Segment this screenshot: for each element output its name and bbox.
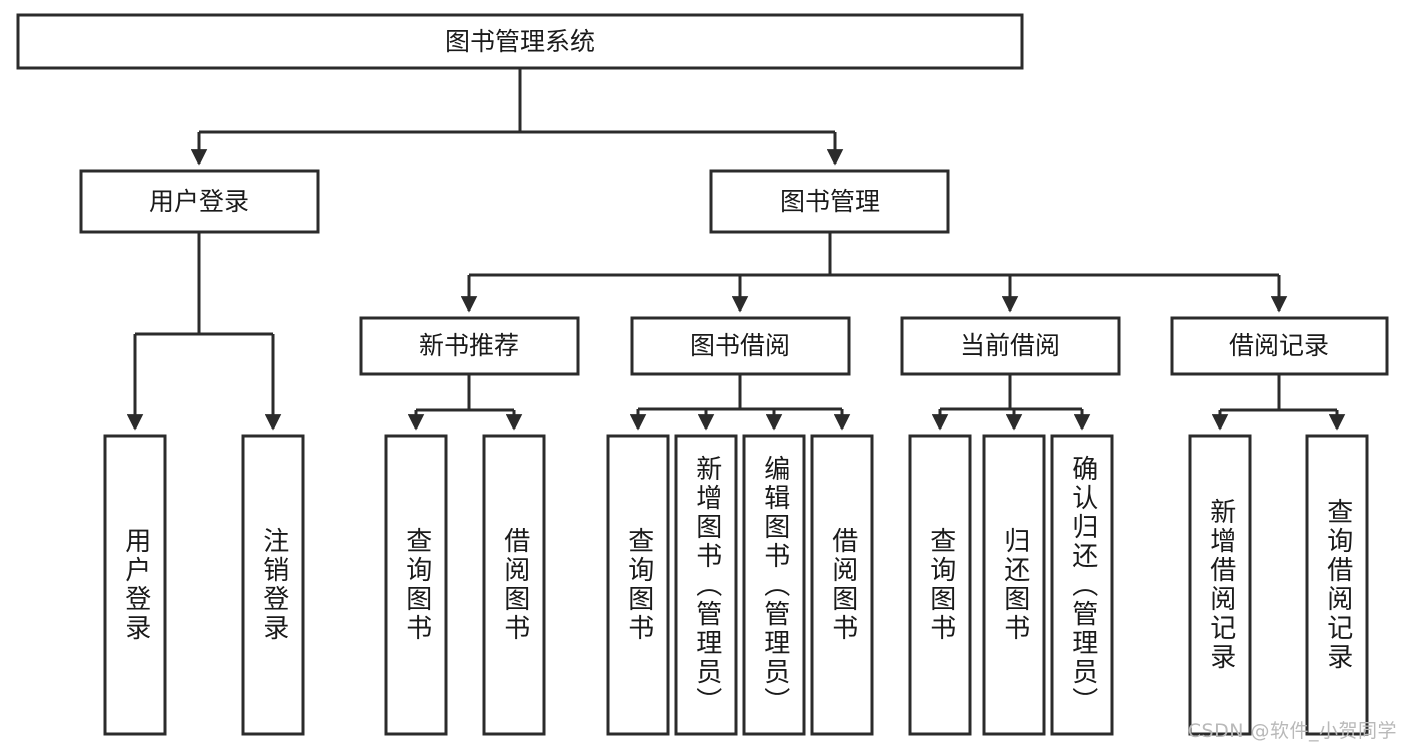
node-book-borrow-label: 图书借阅 [690, 331, 790, 360]
node-user-login[interactable]: 用户登录 [79, 169, 320, 234]
node-borrow-records-box[interactable] [1170, 316, 1389, 376]
leaf-box-user-login[interactable] [103, 434, 167, 736]
node-current-borrow[interactable]: 当前借阅 [900, 316, 1121, 376]
node-root[interactable]: 图书管理系统 [16, 13, 1024, 70]
node-book-manage-box[interactable] [709, 169, 950, 234]
connector-group-user-login [126, 232, 282, 431]
leaf-box-query-book-1[interactable] [384, 434, 448, 736]
node-new-book-recommend-box[interactable] [359, 316, 580, 376]
node-book-borrow[interactable]: 图书借阅 [630, 316, 851, 376]
node-root-box[interactable] [16, 13, 1024, 70]
leaf-boxes [103, 434, 1369, 736]
node-user-login-box[interactable] [79, 169, 320, 234]
node-borrow-records[interactable]: 借阅记录 [1170, 316, 1389, 376]
node-book-manage-label: 图书管理 [780, 187, 880, 216]
node-user-login-label: 用户登录 [149, 187, 249, 216]
node-borrow-records-label: 借阅记录 [1229, 331, 1329, 360]
leaf-box-logout[interactable] [241, 434, 305, 736]
node-book-manage[interactable]: 图书管理 [709, 169, 950, 234]
leaf-box-add-book[interactable] [674, 434, 738, 736]
csdn-watermark: CSDN @软件_小贺同学 [1187, 720, 1397, 742]
node-new-book-recommend[interactable]: 新书推荐 [359, 316, 580, 376]
leaf-box-borrow-book-2[interactable] [810, 434, 874, 736]
leaf-box-return-book[interactable] [982, 434, 1046, 736]
connector-group-records [1211, 374, 1346, 431]
leaf-box-edit-book[interactable] [742, 434, 806, 736]
connector-group-current-borrow [931, 374, 1091, 431]
connector-group-root [190, 68, 844, 166]
connector-group-new-book [407, 374, 523, 431]
node-current-borrow-box[interactable] [900, 316, 1121, 376]
node-current-borrow-label: 当前借阅 [960, 331, 1060, 360]
leaf-box-borrow-book-1[interactable] [482, 434, 546, 736]
connector-group-borrow [629, 374, 851, 431]
connector-group-book-manage [460, 232, 1288, 313]
leaf-box-query-record[interactable] [1305, 434, 1369, 736]
leaf-box-confirm-return[interactable] [1050, 434, 1114, 736]
leaf-box-add-record[interactable] [1188, 434, 1252, 736]
node-root-label: 图书管理系统 [445, 27, 595, 56]
leaf-box-query-book-2[interactable] [606, 434, 670, 736]
leaf-box-query-book-3[interactable] [908, 434, 972, 736]
node-new-book-recommend-label: 新书推荐 [419, 331, 519, 360]
node-book-borrow-box[interactable] [630, 316, 851, 376]
